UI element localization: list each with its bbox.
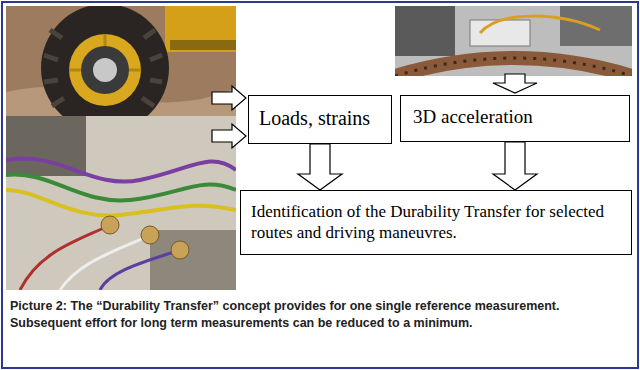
dark-part bbox=[150, 230, 236, 290]
text-box: 3D acceleration bbox=[400, 95, 630, 142]
strain-gauge bbox=[171, 241, 189, 259]
tire-photo bbox=[6, 6, 236, 116]
tire-tread bbox=[44, 30, 162, 106]
strain-gauge bbox=[141, 226, 159, 244]
wire bbox=[100, 250, 180, 290]
flow-arrow bbox=[298, 144, 342, 190]
disc-holes bbox=[395, 58, 632, 76]
rim-spokes bbox=[69, 34, 141, 70]
text-box: Loads, strains bbox=[248, 95, 392, 144]
wiring-photo bbox=[6, 116, 236, 290]
figure-caption: Picture 2: The “Durability Transfer” con… bbox=[10, 298, 628, 332]
dark-part bbox=[395, 6, 455, 56]
wheel-hub bbox=[81, 46, 129, 94]
wheel-rim bbox=[69, 34, 141, 106]
photo-ground bbox=[6, 116, 236, 290]
hub-sensor bbox=[93, 58, 117, 82]
tire bbox=[41, 6, 169, 116]
brake-disc bbox=[395, 58, 632, 76]
sensor-block bbox=[470, 20, 530, 46]
flow-arrow bbox=[493, 142, 537, 190]
machine-body bbox=[165, 6, 236, 52]
photo-ground bbox=[395, 6, 632, 76]
wire bbox=[20, 225, 110, 290]
block-arrow bbox=[212, 86, 246, 110]
box-text: Loads, strains bbox=[259, 106, 381, 131]
wire bbox=[6, 190, 236, 216]
text-box: Identification of the Durability Transfe… bbox=[240, 190, 632, 255]
strain-gauge bbox=[101, 216, 119, 234]
cable bbox=[480, 16, 600, 33]
block-arrow bbox=[493, 74, 537, 93]
block-arrow bbox=[212, 124, 246, 148]
machine-shadow bbox=[170, 40, 236, 50]
box-text: Identification of the Durability Transfe… bbox=[251, 201, 621, 244]
accelerometer-photo bbox=[395, 6, 632, 76]
box-text: 3D acceleration bbox=[413, 105, 619, 129]
dark-part bbox=[560, 6, 632, 46]
dark-part bbox=[6, 116, 86, 176]
